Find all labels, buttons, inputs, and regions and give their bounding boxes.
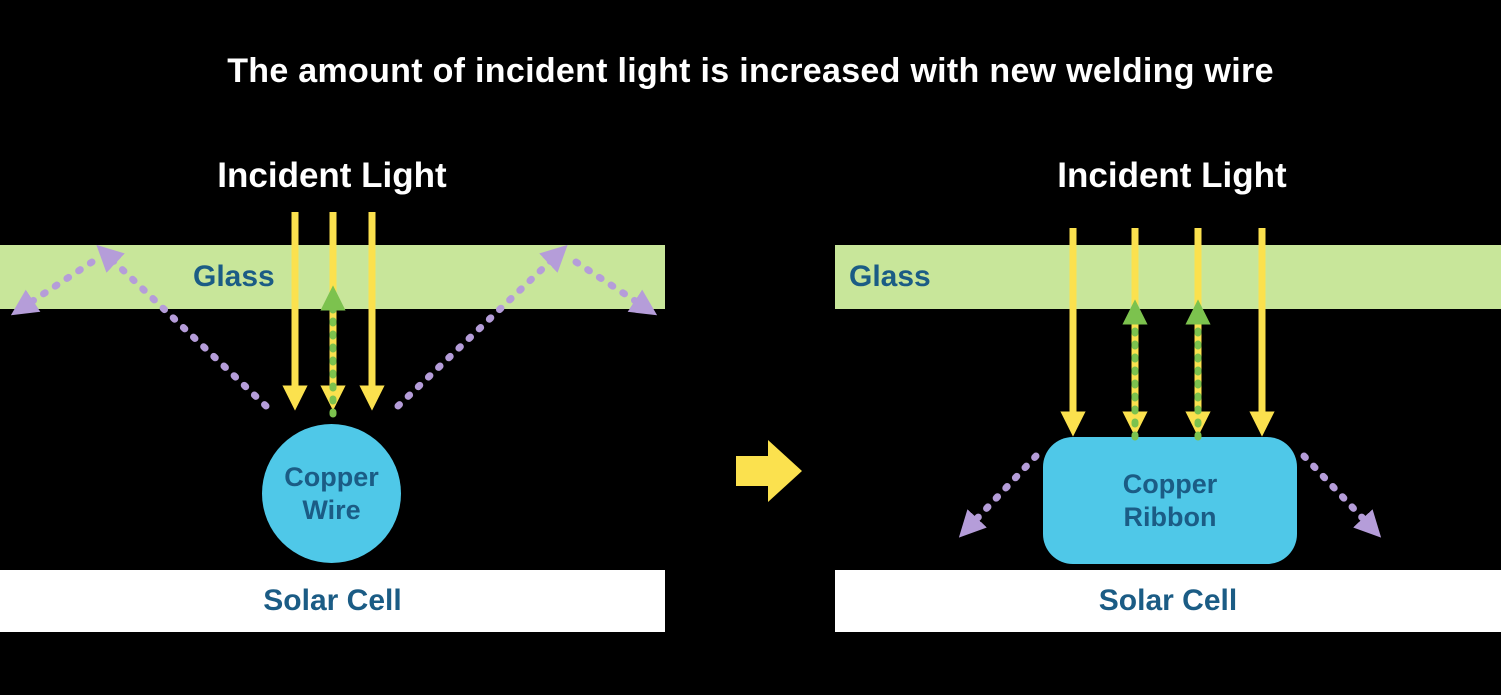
glass-label-left: Glass bbox=[193, 260, 275, 293]
incident-light-heading-right: Incident Light bbox=[1057, 156, 1287, 195]
reflected-loss-arrow-ribbon-right bbox=[1300, 452, 1382, 538]
solar-cell-left: Solar Cell bbox=[0, 570, 665, 632]
copper-wire-shape: Copper Wire bbox=[262, 424, 401, 563]
reflected-loss-arrow-ribbon-left bbox=[958, 452, 1040, 538]
incident-light-heading-left: Incident Light bbox=[217, 156, 447, 195]
copper-ribbon-label-line1: Copper bbox=[1122, 468, 1218, 499]
glass-label-right: Glass bbox=[849, 260, 931, 293]
glass-layer-right: Glass bbox=[835, 245, 1501, 309]
solar-cell-label-right: Solar Cell bbox=[1098, 584, 1238, 617]
solar-cell-label-left: Solar Cell bbox=[263, 584, 402, 617]
copper-ribbon-label-line2: Ribbon bbox=[1123, 501, 1217, 532]
diagram-title: The amount of incident light is increase… bbox=[227, 52, 1274, 90]
copper-wire-label-line2: Wire bbox=[302, 494, 361, 525]
copper-ribbon-shape: Copper Ribbon bbox=[1043, 437, 1297, 564]
copper-wire-label-line1: Copper bbox=[284, 461, 379, 492]
solar-cell-right: Solar Cell bbox=[835, 570, 1501, 632]
glass-layer-left: Glass bbox=[0, 245, 665, 309]
transition-arrow bbox=[736, 440, 802, 502]
